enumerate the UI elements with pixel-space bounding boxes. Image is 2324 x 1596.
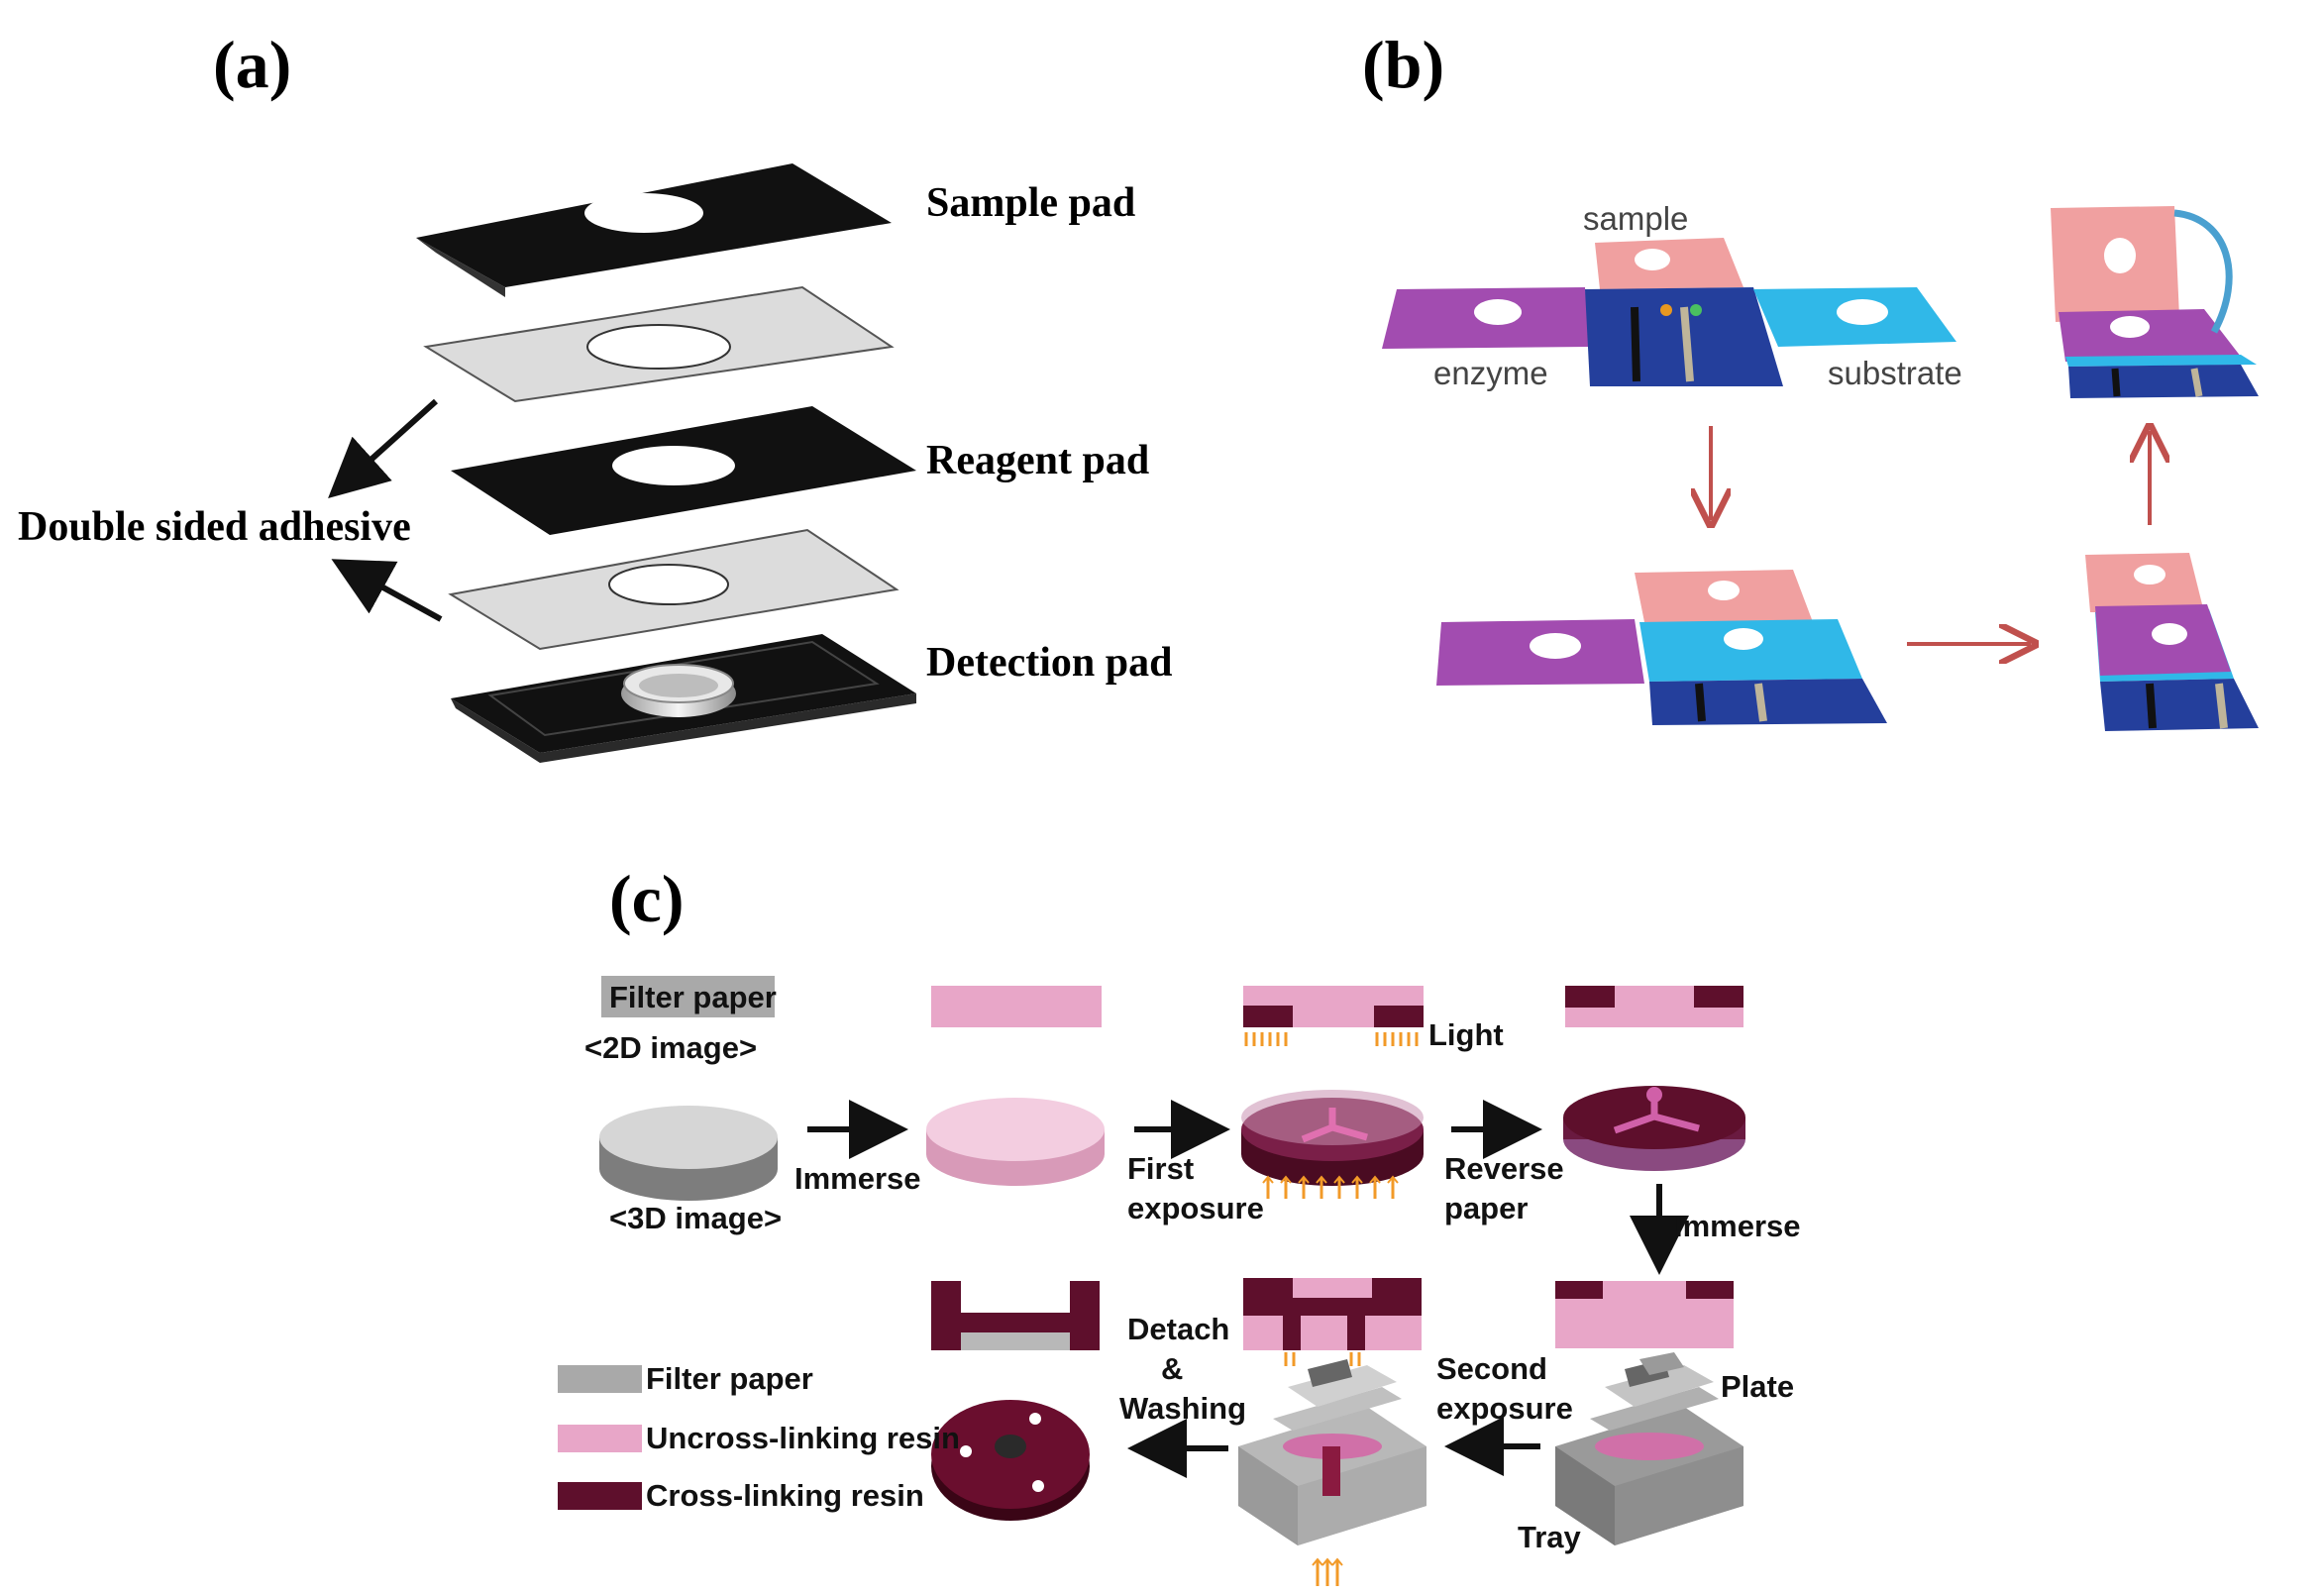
tray-label: Tray — [1518, 1520, 1582, 1554]
resin-disc-3d — [926, 1098, 1105, 1186]
image-2d-label: <2D image> — [584, 1030, 757, 1065]
sample-label: sample — [1583, 200, 1688, 237]
panel-c-label: (c) — [609, 861, 684, 936]
immerse-label-1: Immerse — [794, 1161, 921, 1196]
plate-label: Plate — [1721, 1369, 1794, 1404]
panel-b-label: (b) — [1362, 27, 1444, 102]
resin-strip-2d — [931, 986, 1102, 1027]
image-3d-label: <3D image> — [609, 1201, 782, 1235]
washing-label: Washing — [1119, 1391, 1246, 1426]
exposure-strip-2d — [1243, 986, 1424, 1046]
exposure-disc-3d — [1241, 1090, 1424, 1199]
paper-label: paper — [1444, 1191, 1528, 1225]
legend-filter-paper: Filter paper — [646, 1361, 813, 1396]
panel-a-label: (a) — [213, 27, 291, 102]
adhesive-label: Double sided adhesive — [18, 504, 411, 550]
legend-cross: Cross-linking resin — [646, 1478, 924, 1513]
light-label: Light — [1428, 1017, 1504, 1052]
legend: Filter paper Uncross-linking resin Cross… — [558, 1361, 960, 1513]
reversed-disc-3d — [1563, 1086, 1745, 1171]
amp-label: & — [1161, 1351, 1183, 1386]
reagent-pad-label: Reagent pad — [926, 438, 1149, 483]
adhesive-arrow-top — [328, 398, 439, 499]
final-strip-2d — [931, 1281, 1100, 1350]
filter-paper-swatch-top — [601, 976, 775, 1017]
final-disc-3d — [931, 1400, 1090, 1521]
filter-paper-title: Filter paper — [609, 980, 777, 1014]
adhesive-arrow-bottom — [331, 559, 443, 622]
device-step3 — [2085, 553, 2259, 731]
tray-plate-middle — [1238, 1359, 1426, 1586]
tray-plate-right — [1555, 1352, 1743, 1545]
exposure-label-2: exposure — [1436, 1391, 1573, 1426]
panel-a: (a) Sample pad Reagent pad — [18, 27, 1172, 763]
reagent-pad — [451, 406, 916, 535]
device-unfolded — [1382, 238, 1956, 386]
detach-label: Detach — [1127, 1312, 1229, 1346]
detection-pad-label: Detection pad — [926, 640, 1172, 686]
sample-pad — [416, 163, 892, 297]
reversed-strip-2d — [1565, 986, 1743, 1027]
exposure-label-1: exposure — [1127, 1191, 1264, 1225]
reimmersed-strip-2d — [1555, 1281, 1734, 1348]
legend-swatch-uncross — [558, 1425, 642, 1452]
panel-c: (c) Filter paper <2D image> <3D image> I… — [558, 861, 1801, 1586]
first-label: First — [1127, 1151, 1194, 1186]
second-exposure-strip-2d — [1243, 1278, 1422, 1366]
legend-swatch-filter-paper — [558, 1365, 642, 1393]
legend-uncross: Uncross-linking resin — [646, 1421, 960, 1455]
panel-b: (b) sample enzyme substrate — [1362, 27, 2259, 731]
sample-pad-label: Sample pad — [926, 180, 1135, 226]
device-final — [2051, 206, 2259, 398]
adhesive-layer-top — [423, 285, 895, 403]
legend-swatch-cross — [558, 1482, 642, 1510]
detection-pad — [451, 634, 916, 763]
second-label: Second — [1436, 1351, 1547, 1386]
substrate-label: substrate — [1828, 355, 1962, 391]
reverse-label: Reverse — [1444, 1151, 1564, 1186]
device-step2 — [1436, 570, 1887, 725]
enzyme-label: enzyme — [1433, 355, 1548, 391]
adhesive-layer-bottom — [448, 528, 899, 651]
filter-paper-disc — [599, 1106, 778, 1201]
immerse-label-2: Immerse — [1674, 1209, 1801, 1243]
